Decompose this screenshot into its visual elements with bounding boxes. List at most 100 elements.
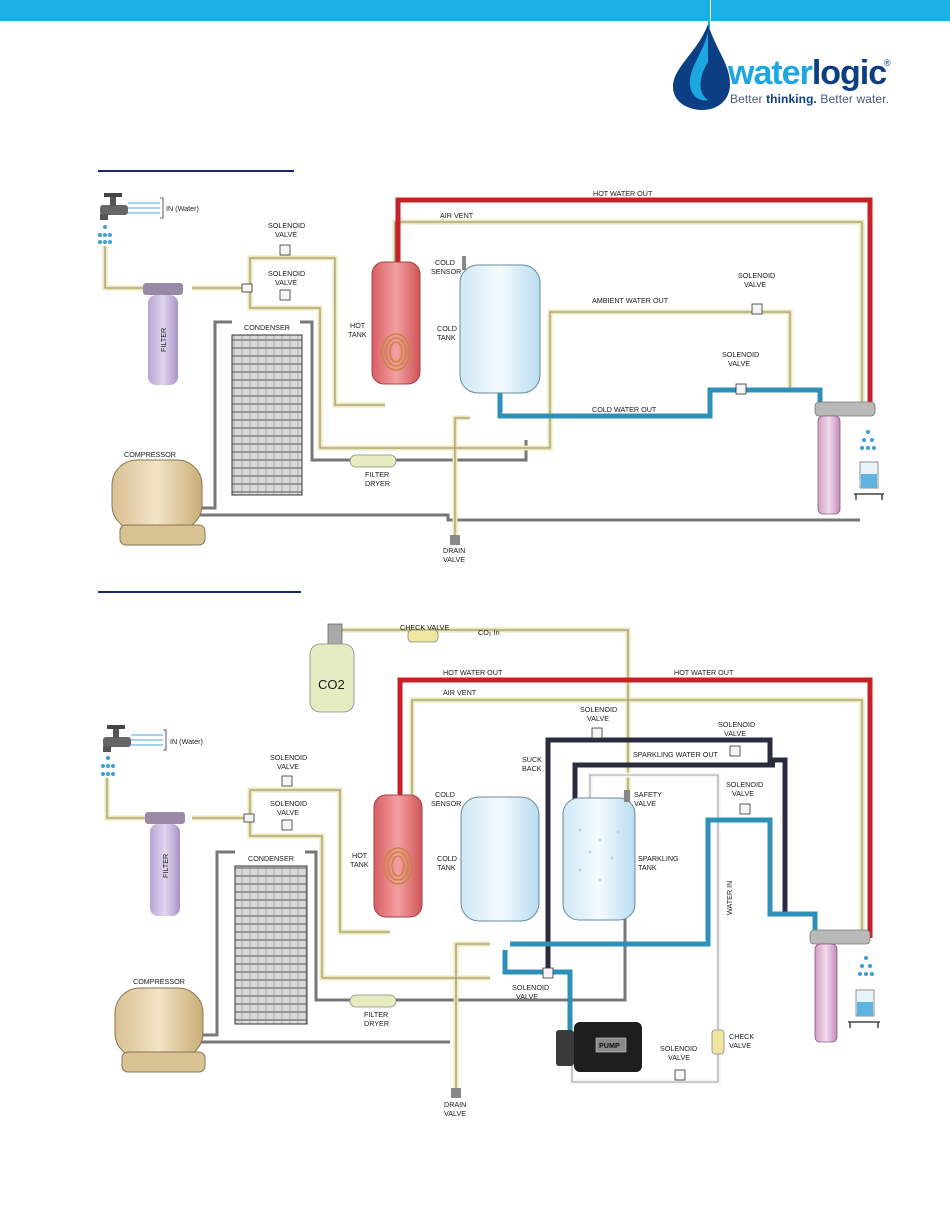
solenoid-valve-mid-line2: VALVE: [732, 789, 754, 798]
brand-name-logic: logic: [811, 54, 887, 92]
solenoid-valve-top-line1: SOLENOID: [580, 705, 617, 714]
pump-label: PUMP: [599, 1041, 620, 1050]
compressor-icon: [111, 459, 206, 546]
compressor-label: COMPRESSOR: [133, 977, 185, 986]
suck-back-line1: SUCK: [522, 755, 542, 764]
compressor-label: COMPRESSOR: [124, 450, 176, 459]
solenoid-valve-icon: [243, 775, 293, 831]
cold-tank-line1: COLD: [437, 324, 457, 333]
solenoid-valve-pump-line1: SOLENOID: [660, 1044, 697, 1053]
tagline-part1: Better: [730, 92, 767, 106]
co2-cylinder-icon: [309, 623, 355, 713]
air-vent-label: AIR VENT: [440, 211, 474, 220]
cold-water-out-label: COLD WATER OUT: [592, 405, 657, 414]
water-in-label: WATER IN: [725, 881, 734, 915]
filter-icon: [145, 812, 185, 916]
solenoid-valve-icon: [735, 383, 747, 395]
hot-tank-line2: TANK: [350, 860, 369, 869]
brand-name-water: water: [728, 54, 813, 92]
sparkling-tank: [562, 797, 636, 921]
safety-valve-line1: SAFETY: [634, 790, 662, 799]
check-valve-top-label: CHECK VALVE: [400, 623, 449, 632]
solenoid-valve-2-line1: SOLENOID: [270, 799, 307, 808]
dispenser-icon: [809, 929, 874, 1043]
heating-coil-icon: [381, 333, 411, 371]
safety-valve-icon: [624, 790, 630, 802]
filter-label: FILTER: [161, 854, 170, 878]
tagline-part2: Better water.: [816, 92, 890, 106]
hot-water-out-right-label: HOT WATER OUT: [674, 668, 734, 677]
hot-water-out-label: HOT WATER OUT: [593, 189, 653, 198]
tap-in-label: IN (Water): [166, 204, 199, 213]
tagline-bold: thinking.: [766, 92, 817, 106]
solenoid-valve-2-line2: VALVE: [277, 808, 299, 817]
solenoid-valve-icon: [674, 1069, 686, 1081]
sparkling-water-lines: [545, 737, 788, 975]
suck-back-line2: BACK: [522, 764, 542, 773]
ambient-line-edges: [106, 629, 863, 1092]
co2-in-label: CO₂ In: [478, 628, 500, 637]
cold-sensor-line1: COLD: [435, 790, 455, 799]
drain-valve-icon: [451, 1088, 461, 1098]
check-valve-bottom-line1: CHECK: [729, 1032, 754, 1041]
ambient-water-out-label: AMBIENT WATER OUT: [592, 296, 669, 305]
cold-tank-line2: TANK: [437, 333, 456, 342]
hot-tank-line2: TANK: [348, 330, 367, 339]
solenoid-valve-2-line2: VALVE: [275, 278, 297, 287]
solenoid-valve-1-line2: VALVE: [277, 762, 299, 771]
glass-icon: [854, 461, 884, 500]
cold-tank: [459, 264, 541, 394]
condenser-coil: [234, 865, 308, 1025]
solenoid-valve-tank-line2: VALVE: [516, 992, 538, 1001]
condenser-label: CONDENSER: [248, 854, 294, 863]
section-rule-bottom: [98, 591, 301, 593]
solenoid-valve-mid-line1: SOLENOID: [726, 780, 763, 789]
co2-label: CO2: [318, 677, 345, 692]
solenoid-valve-pump-line2: VALVE: [668, 1053, 690, 1062]
filter-dryer-line2: DRYER: [364, 1019, 389, 1028]
solenoid-valve-right-line2: VALVE: [724, 729, 746, 738]
air-vent-label: AIR VENT: [443, 688, 477, 697]
hot-tank-line1: HOT: [350, 321, 366, 330]
solenoid-valve-icon: [751, 303, 763, 315]
solenoid-valve-3-line2: VALVE: [744, 280, 766, 289]
sparkling-tank-line1: SPARKLING: [638, 854, 679, 863]
refrigerant-lines: [200, 320, 860, 522]
solenoid-valve-icon: [739, 803, 751, 815]
check-valve-bottom-line2: VALVE: [729, 1041, 751, 1050]
solenoid-valve-icon: [542, 967, 554, 979]
drain-valve-line2: VALVE: [444, 1109, 466, 1118]
registered-mark: ®: [884, 58, 891, 68]
solenoid-valve-1-line2: VALVE: [275, 230, 297, 239]
cold-sensor-icon: [462, 256, 466, 270]
check-valve-icon: [711, 1029, 725, 1055]
cold-sensor-line2: SENSOR: [431, 799, 461, 808]
pump-icon: [556, 1022, 642, 1072]
water-drop-icon: [673, 24, 730, 110]
glass-icon: [848, 989, 880, 1028]
drain-valve-icon: [450, 535, 460, 545]
filter-dryer-line1: FILTER: [364, 1010, 388, 1019]
condenser-coil: [231, 334, 303, 496]
heating-coil-icon: [383, 847, 413, 885]
hot-water-out-left-label: HOT WATER OUT: [443, 668, 503, 677]
solenoid-valve-1-line1: SOLENOID: [268, 221, 305, 230]
top-brand-bar: [0, 0, 950, 21]
filter-dryer-icon: [349, 994, 397, 1008]
drop-stem: [708, 0, 710, 28]
bubbles-icon: [578, 828, 620, 882]
check-valve-icon: [407, 629, 439, 643]
cold-tank-line2: TANK: [437, 863, 456, 872]
cold-tank-line1: COLD: [437, 854, 457, 863]
solenoid-valve-4-line2: VALVE: [728, 359, 750, 368]
hot-tank-line1: HOT: [352, 851, 368, 860]
solenoid-valve-top-line2: VALVE: [587, 714, 609, 723]
cold-sensor-line1: COLD: [435, 258, 455, 267]
hot-tank: [371, 261, 421, 385]
filter-dryer-icon: [349, 454, 397, 468]
cold-water-line: [497, 387, 823, 419]
tap-in-label: IN (Water): [170, 737, 203, 746]
solenoid-valve-1-line1: SOLENOID: [270, 753, 307, 762]
solenoid-valve-4-line1: SOLENOID: [722, 350, 759, 359]
